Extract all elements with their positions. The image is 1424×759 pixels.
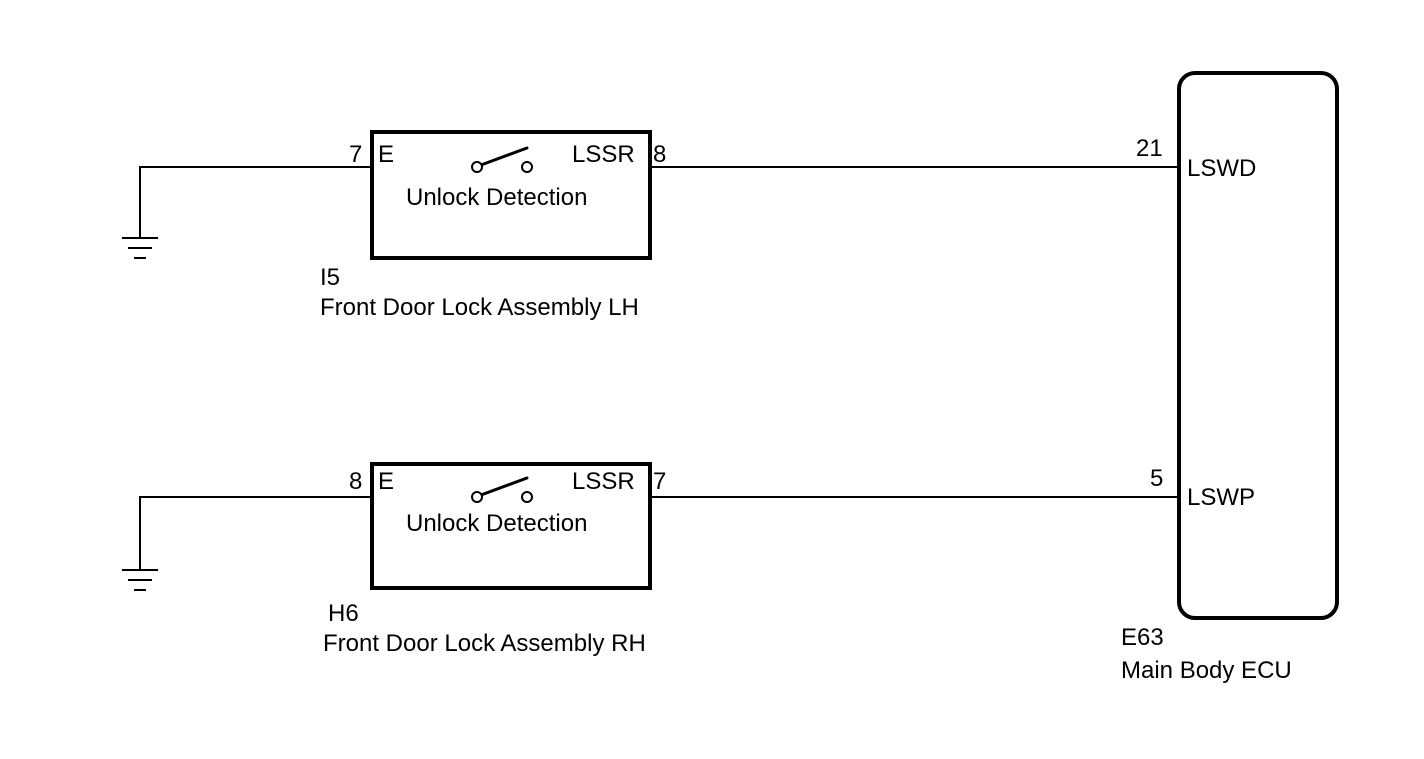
lh-ground-icon xyxy=(122,237,158,259)
lh-pin-lssr-name: LSSR xyxy=(572,141,635,168)
lh-switch-icon xyxy=(471,146,533,173)
ecu-component-name: Main Body ECU xyxy=(1121,657,1292,684)
lh-component-name: Front Door Lock Assembly LH xyxy=(320,294,639,321)
rh-switch-label: Unlock Detection xyxy=(406,510,587,537)
rh-pin-e-name: E xyxy=(378,468,394,495)
lh-ground-wire xyxy=(139,166,372,238)
ecu-pin-lswd-number: 21 xyxy=(1136,135,1163,162)
ecu-pin-lswd-name: LSWD xyxy=(1187,155,1256,182)
rh-pin-lssr-number: 7 xyxy=(653,468,666,495)
ecu-pin-lswp-name: LSWP xyxy=(1187,484,1255,511)
rh-ground-icon xyxy=(122,569,158,591)
rh-switch-icon xyxy=(471,476,533,503)
ecu-block: 21 LSWD 5 LSWP E63 Main Body ECU xyxy=(1121,71,1339,684)
lh-pin-lssr-number: 8 xyxy=(653,141,666,168)
lh-pin-e-name: E xyxy=(378,141,394,168)
lh-lock-circuit: 7 E LSSR 8 Unlock Detection I5 Front Doo… xyxy=(122,130,1179,321)
ecu-pin-lswp-number: 5 xyxy=(1150,465,1163,492)
rh-component-name: Front Door Lock Assembly RH xyxy=(323,630,646,657)
rh-component-code: H6 xyxy=(328,600,359,627)
lh-lock-box xyxy=(370,130,652,260)
lh-component-code: I5 xyxy=(320,264,340,291)
ecu-component-code: E63 xyxy=(1121,624,1164,651)
lh-pin-e-number: 7 xyxy=(349,141,362,168)
rh-pin-lssr-name: LSSR xyxy=(572,468,635,495)
rh-pin-e-number: 8 xyxy=(349,468,362,495)
rh-ground-wire xyxy=(139,496,372,570)
rh-lock-box xyxy=(370,462,652,590)
ecu-box xyxy=(1177,71,1339,620)
lh-switch-label: Unlock Detection xyxy=(406,184,587,211)
rh-lock-circuit: 8 E LSSR 7 Unlock Detection H6 Front Doo… xyxy=(122,462,1179,657)
